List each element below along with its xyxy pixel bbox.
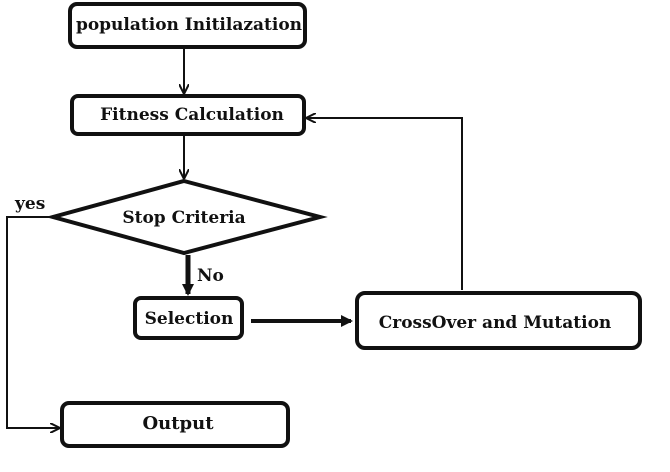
population-init-node: population Initilazation <box>68 2 307 49</box>
selection-node: Selection <box>133 296 244 340</box>
stop-criteria-label: Stop Criteria <box>122 208 245 228</box>
crossover-mutation-label: CrossOver and Mutation <box>379 313 612 333</box>
arrow-stop-criteria-to-output <box>6 216 58 428</box>
stop-criteria-node: Stop Criteria <box>45 178 328 256</box>
output-node: Output <box>60 401 290 448</box>
output-label: Output <box>142 413 214 434</box>
crossover-mutation-node: CrossOver and Mutation <box>355 291 642 350</box>
population-init-label: population Initilazation <box>76 15 302 35</box>
no-edge-label: No <box>197 266 224 286</box>
yes-edge-label: yes <box>14 194 45 214</box>
arrow-crossover-to-fitness-loop <box>308 118 463 290</box>
fitness-calculation-label: Fitness Calculation <box>100 105 284 125</box>
selection-label: Selection <box>145 309 234 329</box>
fitness-calculation-node: Fitness Calculation <box>70 94 306 136</box>
